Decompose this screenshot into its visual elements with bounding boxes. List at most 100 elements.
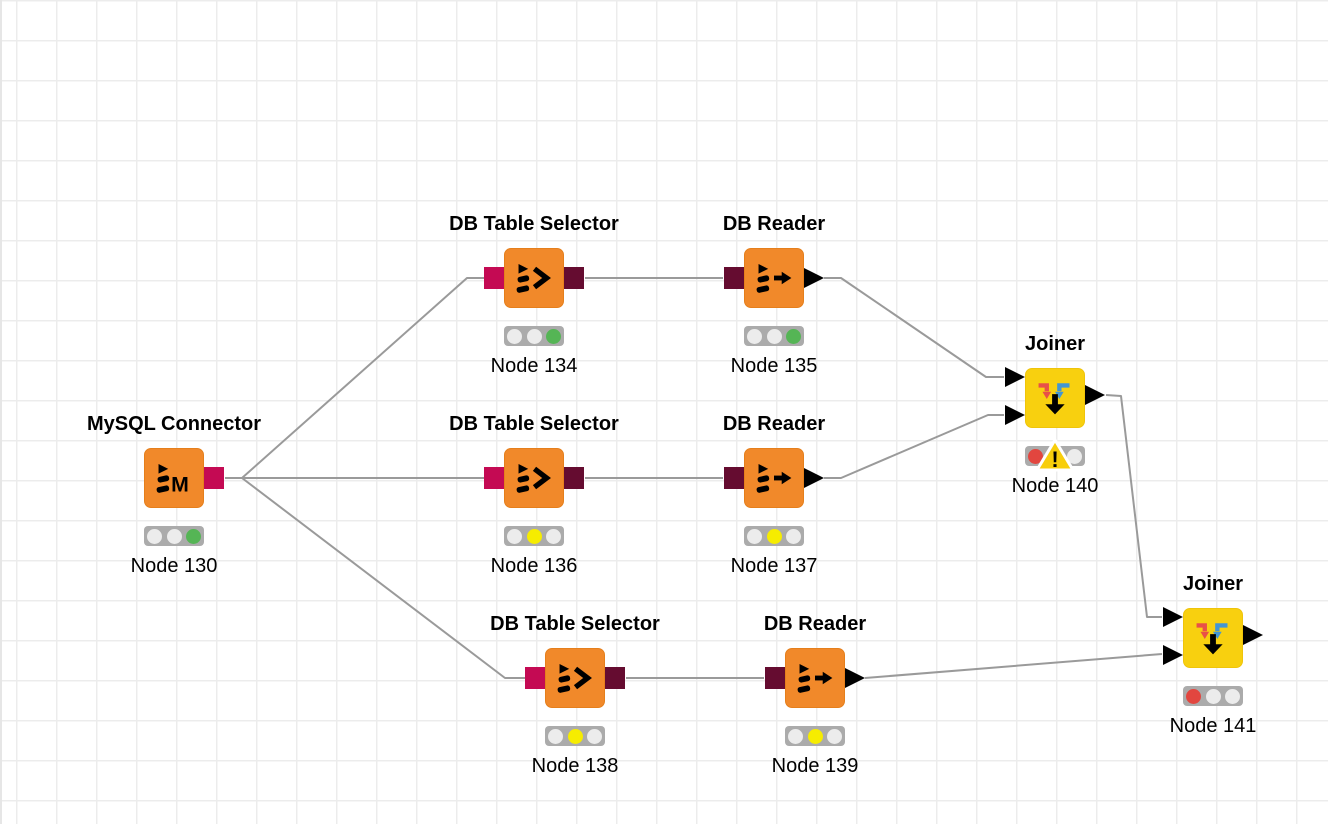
table-output-port[interactable]: [845, 668, 865, 688]
db-session-input-port[interactable]: [525, 667, 545, 689]
traffic-light: [1183, 686, 1243, 706]
db-data-input-port[interactable]: [724, 467, 744, 489]
connection-node139-node141[interactable]: [864, 653, 1163, 679]
db-data-output-port[interactable]: [564, 467, 584, 489]
node-db-reader-135[interactable]: DB Reader Node 135: [723, 213, 825, 377]
traffic-light: [545, 726, 605, 746]
node-body[interactable]: [1183, 608, 1243, 668]
node-joiner-140[interactable]: Joiner ! Node 140: [1005, 333, 1105, 497]
traffic-light: [504, 326, 564, 346]
node-label[interactable]: Node 138: [531, 755, 619, 777]
node-body[interactable]: [545, 648, 605, 708]
node-db-table-selector-134[interactable]: DB Table Selector Node 134: [449, 213, 619, 377]
db-session-output-port[interactable]: [204, 467, 224, 489]
status-dot-red: [747, 528, 762, 544]
status-dot-green: [1225, 688, 1240, 704]
db-data-output-port[interactable]: [605, 667, 625, 689]
status-dot-red: [548, 728, 563, 744]
status-dot-green: [546, 328, 561, 344]
connection-node140-node141[interactable]: [1105, 394, 1162, 618]
node-title: Joiner: [1182, 573, 1244, 595]
node-title: DB Reader: [763, 613, 867, 635]
status-dot-yellow: [1205, 688, 1221, 704]
table-input-port-top[interactable]: [1005, 367, 1025, 387]
node-body[interactable]: [1025, 368, 1085, 428]
node-mysql-connector-130[interactable]: MySQL Connector M Node 130: [87, 413, 261, 577]
status-dot-yellow: [166, 528, 182, 544]
node-joiner-141[interactable]: Joiner Node 141: [1163, 573, 1263, 737]
node-title: Joiner: [1024, 333, 1086, 355]
warning-icon[interactable]: !: [1035, 438, 1075, 477]
node-label[interactable]: Node 130: [130, 555, 218, 577]
joiner-icon: [1038, 383, 1070, 415]
node-label[interactable]: Node 134: [490, 355, 578, 377]
connection-node130-node134[interactable]: [225, 277, 484, 479]
status-dot-yellow: [526, 528, 542, 544]
status-dot-red: [1028, 448, 1043, 464]
node-db-reader-139[interactable]: DB Reader Node 139: [764, 613, 866, 777]
node-body[interactable]: [785, 648, 845, 708]
db-reader-icon: [756, 263, 792, 293]
traffic-light: [744, 526, 804, 546]
db-data-input-port[interactable]: [765, 667, 785, 689]
node-db-table-selector-138[interactable]: DB Table Selector Node 138: [490, 613, 660, 777]
status-dot-yellow: [526, 328, 542, 344]
connection-node130-node138[interactable]: [225, 477, 525, 679]
status-dot-red: [507, 528, 522, 544]
node-body[interactable]: M: [144, 448, 204, 508]
status-dot-green: [827, 728, 842, 744]
db-reader-icon: [797, 663, 833, 693]
node-body[interactable]: [744, 248, 804, 308]
node-title: MySQL Connector: [86, 413, 262, 435]
node-label[interactable]: Node 141: [1169, 715, 1257, 737]
traffic-light: [785, 726, 845, 746]
warning-exclamation: !: [1051, 447, 1058, 472]
table-output-port[interactable]: [1085, 385, 1105, 405]
status-dot-green: [786, 528, 801, 544]
connection-node137-node140[interactable]: [824, 414, 1004, 479]
node-title: DB Table Selector: [449, 413, 619, 435]
status-dot-yellow: [766, 528, 782, 544]
db-reader-icon: [756, 463, 792, 493]
status-dot-yellow: [567, 728, 583, 744]
node-body[interactable]: [744, 448, 804, 508]
status-dot-red: [788, 728, 803, 744]
db-session-input-port[interactable]: [484, 267, 504, 289]
node-db-table-selector-136[interactable]: DB Table Selector Node 136: [449, 413, 619, 577]
node-label[interactable]: Node 139: [771, 755, 859, 777]
status-dot-green: [1067, 448, 1082, 464]
node-db-reader-137[interactable]: DB Reader Node 137: [723, 413, 825, 577]
db-table-selector-icon: [557, 663, 592, 693]
node-label[interactable]: Node 137: [730, 555, 818, 577]
db-data-output-port[interactable]: [564, 267, 584, 289]
table-output-port[interactable]: [804, 468, 824, 488]
canvas-left-edge: [0, 0, 2, 824]
table-output-port[interactable]: [804, 268, 824, 288]
joiner-icon: [1196, 623, 1228, 655]
table-input-port-bottom[interactable]: [1163, 645, 1183, 665]
db-data-input-port[interactable]: [724, 267, 744, 289]
status-dot-red: [1186, 688, 1201, 704]
connection-node135-node140[interactable]: [824, 277, 1004, 378]
node-label[interactable]: Node 136: [490, 555, 578, 577]
status-dot-green: [786, 328, 801, 344]
node-body[interactable]: [504, 448, 564, 508]
status-dot-green: [546, 528, 561, 544]
traffic-light: [144, 526, 204, 546]
table-input-port-top[interactable]: [1163, 607, 1183, 627]
traffic-light: [744, 326, 804, 346]
table-output-port[interactable]: [1243, 625, 1263, 645]
status-dot-yellow: [766, 328, 782, 344]
status-dot-green: [587, 728, 602, 744]
node-title: DB Reader: [722, 213, 826, 235]
db-session-input-port[interactable]: [484, 467, 504, 489]
database-connector-m-icon: M: [156, 463, 189, 497]
traffic-light: [504, 526, 564, 546]
status-dot-red: [147, 528, 162, 544]
table-input-port-bottom[interactable]: [1005, 405, 1025, 425]
node-label[interactable]: Node 140: [1011, 475, 1099, 497]
node-body[interactable]: [504, 248, 564, 308]
node-label[interactable]: Node 135: [730, 355, 818, 377]
db-table-selector-icon: [516, 463, 551, 493]
